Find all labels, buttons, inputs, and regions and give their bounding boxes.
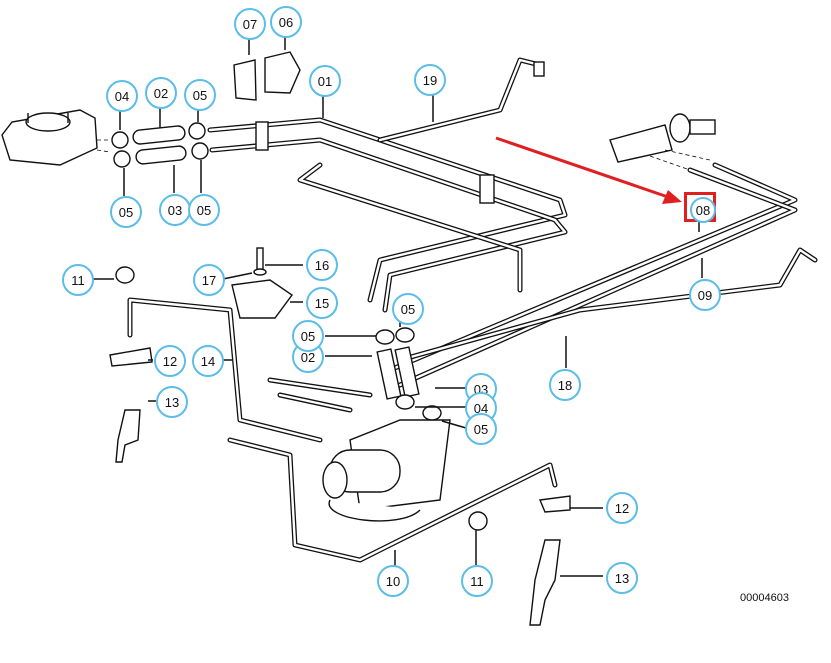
pipe-01: [207, 117, 568, 313]
master-cylinder: [609, 113, 716, 171]
callout-05[interactable]: 05: [110, 196, 142, 228]
diagram-reference-number: 00004603: [740, 592, 789, 604]
callout-15[interactable]: 15: [306, 287, 338, 319]
brackets-06-07: [233, 51, 301, 101]
red-arrow: [495, 136, 682, 204]
brake-fluid-reservoir: [1, 109, 111, 166]
callout-17[interactable]: 17: [193, 264, 225, 296]
callout-14[interactable]: 14: [192, 345, 224, 377]
callout-07[interactable]: 07: [234, 8, 266, 40]
callout-05[interactable]: 05: [188, 194, 220, 226]
callout-02[interactable]: 02: [145, 77, 177, 109]
callout-09[interactable]: 09: [689, 279, 721, 311]
callout-16[interactable]: 16: [306, 249, 338, 281]
callout-12[interactable]: 12: [154, 345, 186, 377]
callout-19[interactable]: 19: [414, 64, 446, 96]
pipe-14: [127, 297, 323, 443]
callout-18[interactable]: 18: [549, 369, 581, 401]
callout-10[interactable]: 10: [377, 565, 409, 597]
callout-11[interactable]: 11: [461, 565, 493, 597]
callout-05[interactable]: 05: [184, 79, 216, 111]
callout-08[interactable]: 08: [690, 197, 716, 223]
callout-05[interactable]: 05: [292, 320, 324, 352]
callout-13[interactable]: 13: [156, 386, 188, 418]
callout-01[interactable]: 01: [309, 65, 341, 97]
pipe-19: [377, 57, 545, 143]
hydraulic-unit: [322, 419, 451, 522]
hoses-upper: [111, 122, 209, 168]
callout-05[interactable]: 05: [392, 293, 424, 325]
pipe-10: [227, 377, 558, 563]
callout-06[interactable]: 06: [270, 6, 302, 38]
callout-03[interactable]: 03: [159, 194, 191, 226]
pipes-08-09-18: [387, 162, 818, 388]
callout-11[interactable]: 11: [62, 264, 94, 296]
leader-lines: [92, 37, 703, 577]
callout-05[interactable]: 05: [465, 413, 497, 445]
callout-12[interactable]: 12: [606, 492, 638, 524]
callout-13[interactable]: 13: [606, 562, 638, 594]
small-parts: [109, 247, 571, 626]
callout-04[interactable]: 04: [106, 80, 138, 112]
